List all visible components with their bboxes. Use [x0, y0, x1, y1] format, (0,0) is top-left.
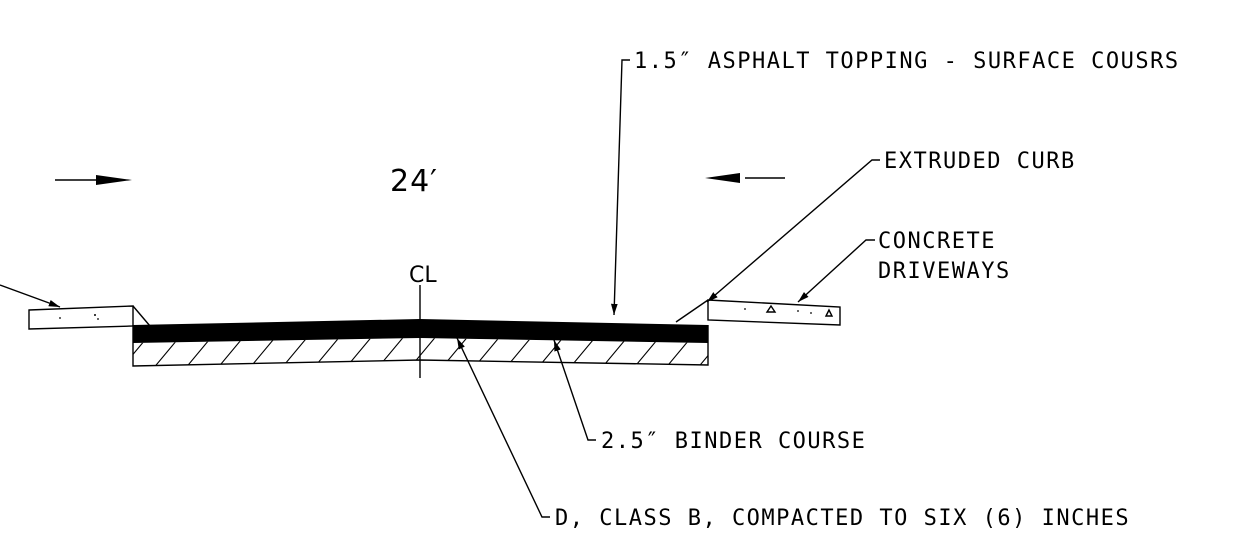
subbase-label: D, CLASS B, COMPACTED TO SIX (6) INCHES: [555, 506, 1130, 531]
hatch-line: [375, 338, 407, 366]
extruded-curb-label: EXTRUDED CURB: [884, 149, 1076, 174]
binder-course-label: 2.5″ BINDER COURSE: [601, 429, 866, 454]
hatch-line: [343, 338, 375, 366]
concrete-driveways-label-line1: CONCRETE: [878, 229, 996, 254]
hatch-line: [695, 338, 708, 366]
hatch-line: [728, 334, 758, 370]
asphalt-topping-layer: [133, 319, 708, 343]
binder-course-leader: [553, 339, 596, 441]
dimension-arrow-right: [705, 173, 785, 183]
concrete-driveways-leader: [797, 239, 875, 303]
asphalt-topping-label: 1.5″ ASPHALT TOPPING - SURFACE COUSRS: [634, 49, 1180, 74]
hatch-line: [439, 338, 471, 366]
concrete-driveways-label-line2: DRIVEWAYS: [878, 259, 1011, 284]
hatch-line: [407, 338, 439, 366]
subbase-leader: [456, 337, 550, 518]
dimension-arrow-left: [55, 175, 132, 185]
asphalt-topping-leader: [610, 59, 630, 316]
extruded-curb-leader: [706, 159, 880, 303]
left-driveway-slab: [28, 305, 151, 330]
left-driveway-leader: [0, 284, 61, 308]
dimension-label: 24′: [390, 164, 438, 199]
hatch-line: [471, 338, 503, 366]
centerline-label: CL: [409, 263, 437, 288]
right-driveway-slab: [675, 299, 841, 326]
